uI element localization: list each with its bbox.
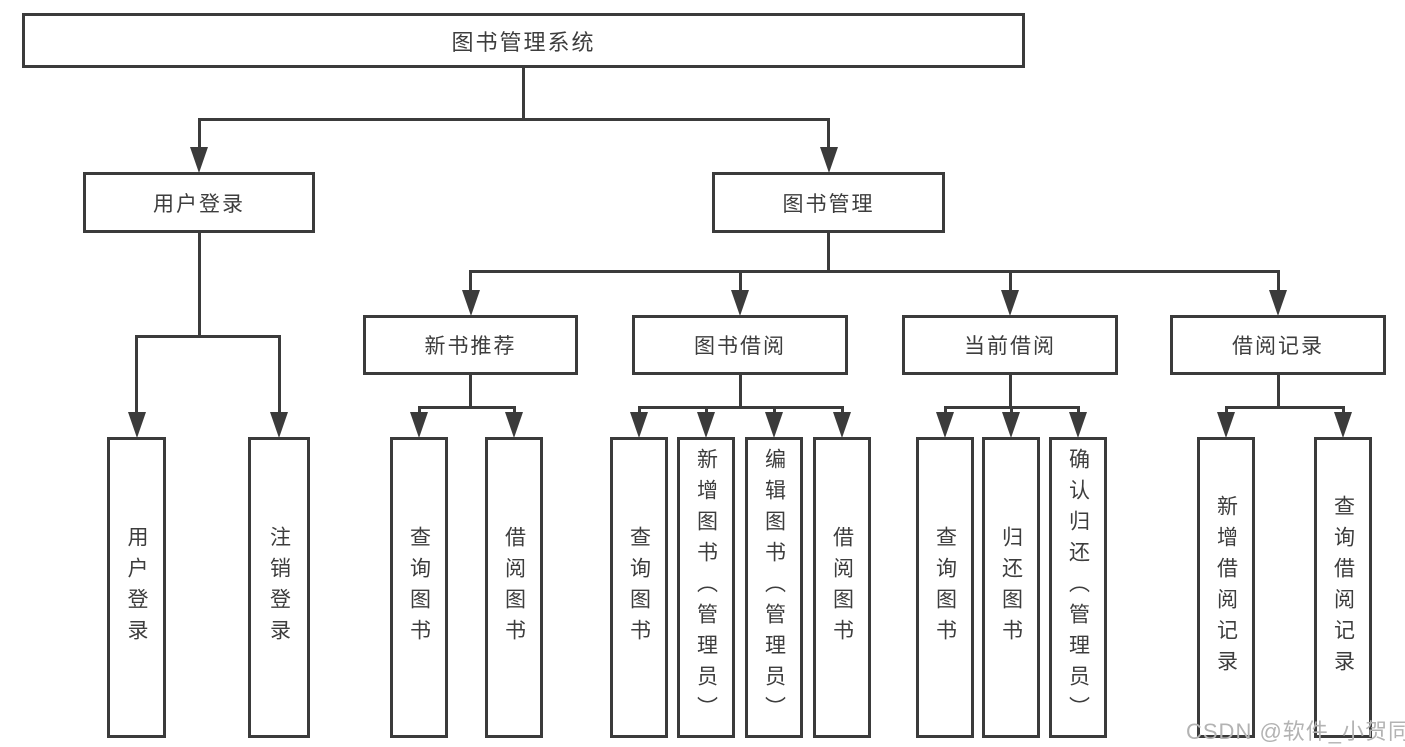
connector-drop: [827, 118, 830, 150]
arrowhead-down-icon: [936, 412, 954, 438]
arrowhead-down-icon: [1269, 290, 1287, 316]
node-leaf-add-book-admin: 新增图书（管理员）: [677, 437, 735, 738]
connector-stem: [738, 375, 742, 409]
node-leaf-query-book-rec: 查询图书: [390, 437, 448, 738]
node-leaf-query-borrow-record: 查询借阅记录: [1314, 437, 1372, 738]
arrowhead-down-icon: [1002, 412, 1020, 438]
connector-stem: [197, 233, 201, 338]
arrowhead-down-icon: [833, 412, 851, 438]
connector-drop: [738, 270, 742, 293]
arrowhead-down-icon: [1217, 412, 1235, 438]
connector-rail: [637, 406, 844, 409]
connector-rail: [135, 335, 281, 338]
connector-drop: [1276, 270, 1280, 293]
arrowhead-down-icon: [1334, 412, 1352, 438]
arrowhead-down-icon: [765, 412, 783, 438]
connector-drop: [469, 270, 472, 293]
connector-drop: [417, 406, 421, 415]
connector-drop: [1224, 406, 1228, 415]
connector-stem: [827, 233, 830, 273]
connector-drop: [512, 406, 516, 415]
node-leaf-return-book: 归还图书: [982, 437, 1040, 738]
node-current-borrowing: 当前借阅: [902, 315, 1118, 375]
csdn-watermark: CSDN @软件_小贺同学: [1186, 719, 1405, 744]
node-root: 图书管理系统: [22, 13, 1025, 68]
arrowhead-down-icon: [190, 147, 208, 173]
arrowhead-down-icon: [410, 412, 428, 438]
connector-drop: [1076, 406, 1080, 415]
connector-stem: [522, 68, 525, 121]
connector-stem: [469, 375, 472, 409]
node-leaf-query-book-borrow: 查询图书: [610, 437, 668, 738]
connector-rail: [1224, 406, 1345, 409]
arrowhead-down-icon: [505, 412, 523, 438]
node-borrowing-records: 借阅记录: [1170, 315, 1386, 375]
connector-drop: [840, 406, 844, 415]
connector-drop: [704, 406, 708, 415]
connector-drop: [637, 406, 641, 415]
connector-drop: [277, 335, 281, 415]
connector-drop: [1009, 406, 1013, 415]
node-leaf-user-login: 用户登录: [107, 437, 166, 738]
node-new-book-recommend: 新书推荐: [363, 315, 578, 375]
node-book-borrowing: 图书借阅: [632, 315, 848, 375]
connector-drop: [197, 118, 201, 150]
node-leaf-edit-book-admin: 编辑图书（管理员）: [745, 437, 803, 738]
connector-rail: [469, 270, 1280, 273]
arrowhead-down-icon: [819, 147, 838, 173]
node-leaf-add-borrow-record: 新增借阅记录: [1197, 437, 1255, 738]
node-leaf-borrow-book-borrow: 借阅图书: [813, 437, 871, 738]
arrowhead-down-icon: [630, 412, 648, 438]
arrowhead-down-icon: [697, 412, 715, 438]
node-book-management: 图书管理: [712, 172, 945, 233]
connector-rail: [417, 406, 516, 409]
connector-stem: [1008, 375, 1012, 409]
connector-drop: [943, 406, 947, 415]
connector-drop: [1008, 270, 1012, 293]
connector-drop: [135, 335, 138, 415]
node-leaf-query-book-current: 查询图书: [916, 437, 974, 738]
arrowhead-down-icon: [1001, 290, 1019, 316]
connector-drop: [1341, 406, 1345, 415]
connector-drop: [772, 406, 776, 415]
connector-rail: [197, 118, 830, 121]
arrowhead-down-icon: [461, 290, 480, 316]
arrowhead-down-icon: [1069, 412, 1087, 438]
node-leaf-confirm-return-admin: 确认归还（管理员）: [1049, 437, 1107, 738]
node-leaf-borrow-book-rec: 借阅图书: [485, 437, 543, 738]
connector-stem: [1276, 375, 1280, 409]
arrowhead-down-icon: [731, 290, 749, 316]
arrowhead-down-icon: [270, 412, 288, 438]
arrowhead-down-icon: [127, 412, 146, 438]
node-user-login: 用户登录: [83, 172, 315, 233]
node-leaf-logout: 注销登录: [248, 437, 310, 738]
